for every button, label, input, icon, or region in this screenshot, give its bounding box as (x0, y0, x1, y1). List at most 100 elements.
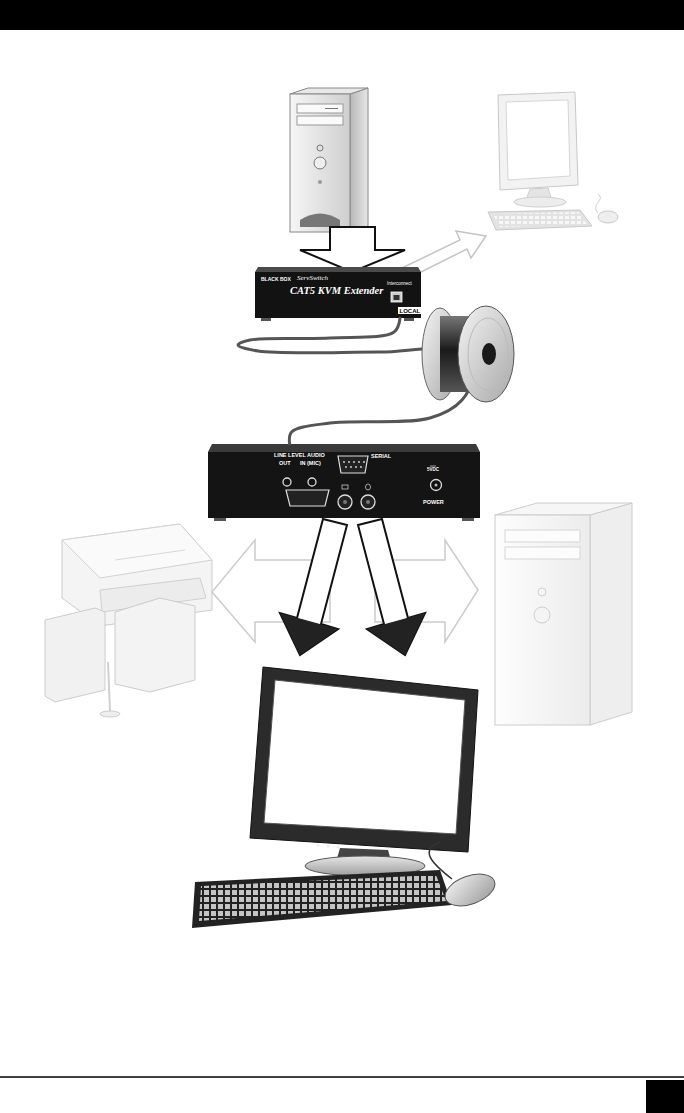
unit-label: LOCAL (398, 307, 422, 314)
remote-unit (208, 444, 480, 521)
faded-speakers (100, 711, 120, 717)
remote-unit (355, 466, 357, 468)
down-arrow (300, 227, 405, 272)
faded-workstation (493, 212, 587, 227)
port-label: 5VDC (427, 468, 439, 473)
faded-workstation (596, 194, 601, 213)
faded-computer-tower (495, 515, 590, 725)
monitor (336, 845, 339, 848)
monitor (250, 667, 478, 852)
monitor (316, 843, 319, 846)
port-label: IN (MIC) (300, 461, 321, 467)
remote-unit (338, 456, 368, 473)
remote-unit (366, 500, 370, 504)
remote-unit (360, 466, 362, 468)
local-extender-unit: BLACK BOX ServSwitchCAT5 KVM Extender Inte… (255, 267, 424, 318)
cable-spool (482, 343, 496, 365)
faded-printer (115, 550, 185, 560)
monitor-arrows (280, 519, 425, 655)
faded-computer-tower (495, 503, 632, 725)
local-unit (404, 318, 414, 321)
top-bar (0, 0, 684, 30)
faded-workstation (498, 92, 578, 190)
keyboard (199, 875, 446, 921)
faded-workstation (488, 210, 592, 230)
computer-tower (297, 116, 343, 125)
product-name: CAT5 KVM Extender (290, 286, 383, 297)
footer-rule (646, 1080, 684, 1113)
product-line: ServSwitch (297, 275, 328, 282)
monitor (250, 667, 478, 876)
brand-logo: BLACK BOX (261, 277, 291, 282)
monitor-arrows (280, 613, 338, 655)
computer-tower (297, 104, 343, 113)
remote-unit (430, 466, 436, 467)
port-label: Interconnect (387, 282, 412, 287)
faded-workstation (488, 92, 618, 230)
remote-unit (462, 518, 474, 521)
faded-computer-tower (538, 588, 546, 596)
remote-unit (435, 484, 438, 487)
remote-unit (208, 452, 480, 518)
keyboard (192, 870, 452, 928)
port-label: OUT (279, 461, 291, 467)
port-label: SERIAL (371, 454, 391, 460)
port-label: LINE LEVEL AUDIO (274, 453, 325, 459)
faded-printer (62, 524, 212, 578)
keyboard (192, 870, 452, 928)
remote-unit (361, 495, 375, 509)
computer-tower (350, 88, 368, 232)
monitor (264, 680, 465, 834)
faded-computer-tower (495, 503, 632, 515)
remote-unit (342, 485, 348, 489)
remote-unit (343, 500, 347, 504)
mouse (441, 868, 499, 912)
remote-unit (286, 490, 329, 506)
faded-workstation (598, 211, 618, 223)
faded-computer-tower (505, 530, 580, 542)
top-bar (0, 0, 684, 30)
remote-unit (363, 461, 365, 463)
faded-speakers (45, 598, 195, 717)
computer-tower (290, 88, 368, 232)
local-unit (255, 267, 421, 321)
remote-unit (350, 466, 352, 468)
remote-unit (353, 461, 355, 463)
computer-tower (317, 145, 323, 151)
remote-unit (283, 478, 291, 486)
faded-side-arrows (212, 540, 478, 642)
remote-unit (208, 444, 480, 452)
faded-speakers (115, 598, 195, 692)
footer-rule (0, 1076, 684, 1078)
faded-speakers (108, 662, 110, 712)
computer-tower (314, 157, 326, 169)
remote-unit (343, 461, 345, 463)
remote-unit (431, 480, 442, 491)
mouse (429, 842, 452, 879)
monitor-arrows (358, 519, 425, 655)
computer-tower (318, 180, 322, 184)
remote-unit (358, 461, 360, 463)
remote-unit (214, 518, 226, 521)
computer-tower (290, 94, 350, 232)
remote-unit (338, 495, 352, 509)
down-arrow (300, 227, 405, 272)
faded-workstation (506, 100, 570, 180)
monitor-arrows (280, 519, 347, 655)
local-unit (391, 292, 402, 302)
cable-spool (422, 306, 514, 402)
port-label: POWER (423, 500, 444, 506)
local-unit (255, 267, 421, 272)
remote-unit (308, 478, 316, 486)
cable-spool (468, 318, 508, 390)
faded-speakers (45, 608, 105, 702)
cable-spool (458, 306, 514, 402)
computer-tower (290, 88, 368, 94)
computer-tower (300, 214, 340, 228)
local-unit (394, 295, 400, 300)
remote-unit (366, 484, 371, 490)
mouse (429, 842, 499, 912)
